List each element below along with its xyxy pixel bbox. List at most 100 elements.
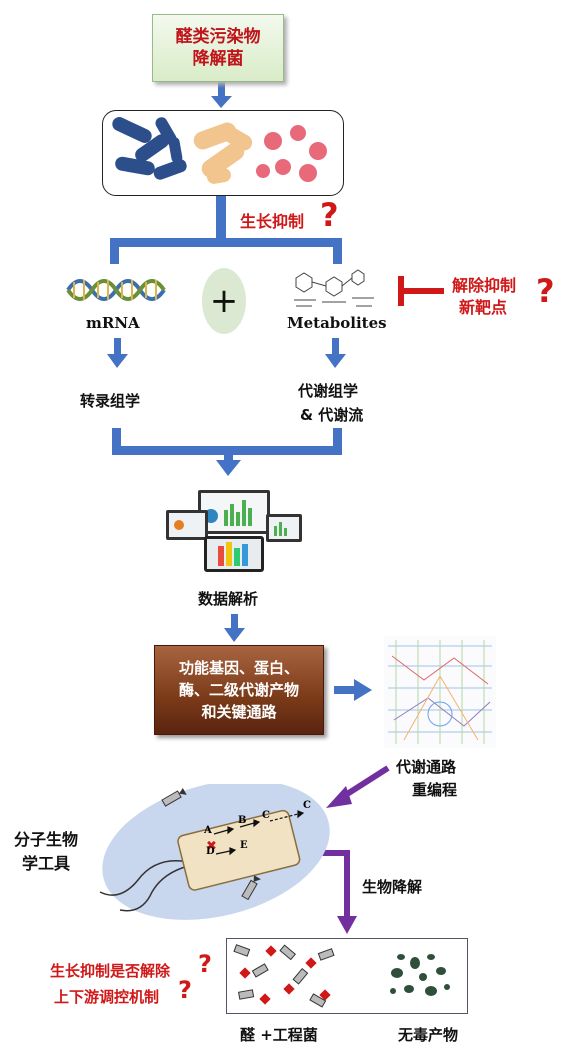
branch-bar [110,238,342,247]
product-blob [397,954,405,960]
question-mark: ? [178,976,192,1004]
pathway-c2: C [303,800,311,811]
product-blob [390,988,396,994]
degrading-bacteria-title: 醛类污染物 降解菌 [152,14,284,82]
bacteria-images [102,110,344,196]
arrow-head [224,628,245,642]
pathway-b: B [238,815,247,826]
merge-right [333,428,342,454]
arrow-head [354,679,372,701]
plus-sign: + [209,281,239,321]
flagellum [119,865,189,912]
blue-rod [153,159,187,180]
purple-path [344,850,350,918]
peach-rod [223,127,253,151]
aldehyde-diamond [305,957,317,969]
question-line-1: 生长抑制是否解除 [50,962,171,980]
pathway-e: E [240,840,248,851]
tool-icon [161,788,187,807]
arrow-head [326,786,352,808]
pink-cell [256,164,270,178]
engineered-cell [309,993,327,1008]
branch-left [110,238,119,264]
question-line-2: 上下游调控机制 [54,988,160,1006]
biodegradation-label: 生物降解 [362,878,423,896]
function-line-3: 和关键通路 [201,703,277,721]
bottom-left-label: 醛 +工程菌 [240,1026,318,1044]
arrow-shaft [332,338,339,356]
pathway-a: A [204,825,212,836]
engineered-cell-illustration: ✖ [99,784,330,920]
data-analysis-label: 数据解析 [198,590,259,608]
title-line-1: 醛类污染物 [175,27,261,47]
pink-cell [299,164,317,182]
product-blob [436,967,446,975]
degradation-illustration [233,944,450,1008]
product-blob [391,968,403,978]
product-blob [427,954,435,960]
arrow-shaft [114,338,121,356]
tool-icon [241,875,261,901]
inhibit-line [402,288,444,294]
functional-elements-box: 功能基因、蛋白、 酶、二级代谢产物 和关键通路 [154,645,324,735]
metabolomics-line-1: 代谢组学 [298,382,359,400]
mol-bio-tools-line-2: 学工具 [22,854,71,873]
pink-cell [275,159,291,175]
pathway-c1: C [262,810,270,821]
function-line-1: 功能基因、蛋白、 [178,659,299,677]
branch-right [333,238,342,264]
flagellum [99,860,189,896]
question-mark: ? [198,950,212,978]
merge-stem [224,446,233,462]
aldehyde-diamond [259,993,271,1005]
reprogram-line-2: 重编程 [412,781,458,799]
engineered-cell [233,944,251,957]
helix-strand [66,279,166,301]
merge-left [112,428,121,454]
arrow-head [211,96,232,108]
reprogram-line-1: 代谢通路 [396,758,457,776]
transcriptomics-label: 转录组学 [80,392,141,410]
aldehyde-diamond [239,967,251,979]
degradation-result-box [226,938,468,1014]
engineered-cell [279,944,296,961]
blue-rod [112,117,152,143]
engineered-cell [317,948,335,961]
cell-body [177,809,301,891]
arrow-head [107,354,128,368]
peach-rod [207,168,231,184]
product-blob [410,957,420,969]
question-mark: ? [320,196,339,234]
pink-cell [290,125,306,141]
red-x-mark: ✖ [206,839,217,854]
bacteria-illustration [112,117,327,184]
arrow-shaft [231,614,238,630]
blue-rod [115,156,155,176]
peach-rod [193,122,237,150]
arrow-shaft [334,686,356,694]
engineered-cell [292,968,309,985]
mol-bio-tools-line-1: 分子生物 [14,830,79,849]
dna-helix-icon [66,279,166,301]
metabolite-structures-icon [294,269,374,307]
purple-arrow [342,765,390,799]
product-blob [419,973,427,981]
metabolomics-line-2: & 代谢流 [300,406,364,424]
inhibit-bar [398,276,404,306]
relief-target-line-2: 新靶点 [459,298,508,317]
bottom-right-label: 无毒产物 [398,1026,459,1044]
product-blob [404,985,414,993]
aldehyde-diamond [283,983,295,995]
function-line-2: 酶、二级代谢产物 [178,681,299,699]
blue-rod [135,134,169,162]
metabolites-label: Metabolites [287,314,387,332]
branch-stem [216,196,226,246]
engineered-cell [251,963,269,978]
peach-rod [201,142,245,178]
pathway-d: D [206,846,215,857]
data-devices-icon [166,490,302,572]
pink-cell [264,132,282,150]
arrow-head [337,916,357,934]
arrow-head [325,354,346,368]
